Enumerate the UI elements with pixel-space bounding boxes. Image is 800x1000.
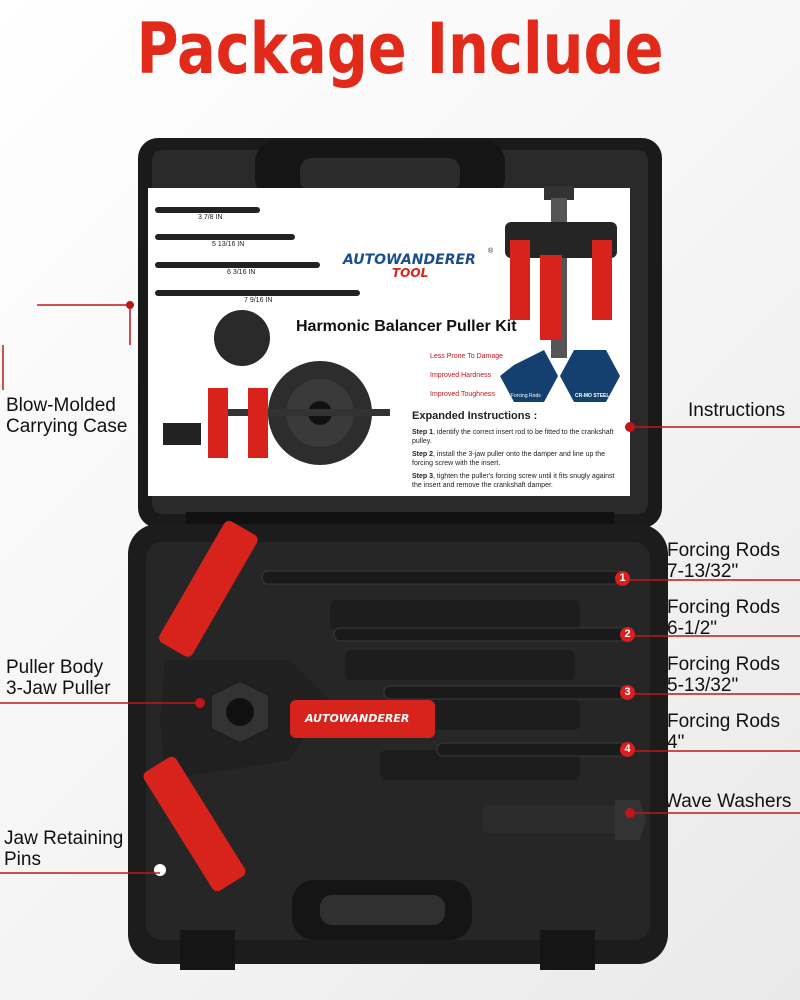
- puller-illustration: [505, 186, 617, 358]
- label-rod-3: Forcing Rods 5-13/32": [667, 654, 780, 696]
- label-rod-4: Forcing Rods 4": [667, 711, 780, 753]
- forcing-screw: [483, 800, 646, 840]
- marker-1: 1: [615, 571, 630, 586]
- badge-forcing-rods: Forcing Rods: [511, 393, 541, 399]
- label-instructions: Instructions: [688, 400, 786, 421]
- brand-logo-sub: TOOL: [392, 266, 429, 280]
- rod-size-2: 5 13/16 IN: [212, 241, 245, 248]
- crmo-steel-badge: [560, 350, 620, 402]
- washer-illustration: [214, 310, 270, 366]
- label-wave-washers: Wave Washers: [664, 791, 792, 812]
- puller-brand: AUTOWANDERER: [305, 712, 410, 725]
- label-carrying-case: Blow-Molded Carrying Case: [6, 395, 128, 437]
- expanded-title: Expanded Instructions :: [412, 410, 538, 422]
- label-puller-body: Puller Body 3-Jaw Puller: [6, 657, 111, 699]
- feature-2: Improved Hardness: [430, 372, 492, 379]
- forcing-rods: [261, 570, 630, 757]
- label-retaining-pins: Jaw Retaining Pins: [4, 828, 124, 870]
- step-1: Step 1, identify the correct insert rod …: [412, 429, 614, 445]
- three-jaw-puller: [143, 520, 435, 892]
- badge-crmo-steel: CR-MO STEEL: [575, 393, 610, 399]
- rod-size-4: 7 9/16 IN: [244, 297, 273, 304]
- rod-size-3: 6 3/16 IN: [227, 269, 256, 276]
- step-2: Step 2, install the 3-jaw puller onto th…: [412, 451, 606, 467]
- label-rod-2: Forcing Rods 6-1/2": [667, 597, 780, 639]
- marker-4: 4: [620, 742, 635, 757]
- balancer-illustration: [163, 361, 390, 465]
- label-rod-1: Forcing Rods 7-13/32": [667, 540, 780, 582]
- callout-lines: [0, 304, 800, 874]
- marker-2: 2: [620, 627, 635, 642]
- step-3: Step 3, tighten the puller's forcing scr…: [412, 473, 615, 489]
- brand-logo: AUTOWANDERER: [343, 252, 476, 268]
- rod-sizes-illustration: [155, 207, 360, 296]
- page-title: Package Include: [136, 8, 664, 90]
- marker-3: 3: [620, 685, 635, 700]
- callout-dots: [126, 301, 635, 818]
- manual-heading: Harmonic Balancer Puller Kit: [296, 318, 517, 335]
- feature-1: Less Prone To Damage: [430, 353, 504, 360]
- feature-3: Improved Toughness: [430, 391, 495, 398]
- rod-size-1: 3 7/8 IN: [198, 214, 223, 221]
- forcing-rods-badge: [500, 350, 558, 402]
- brand-reg: ®: [488, 248, 494, 255]
